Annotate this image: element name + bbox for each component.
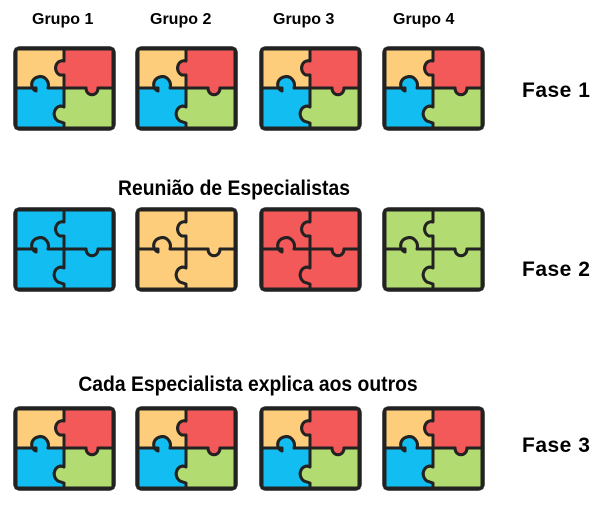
puzzle-frame — [135, 207, 238, 292]
phase-label-1: Fase 1 — [522, 79, 591, 102]
puzzle-frame — [382, 406, 485, 491]
puzzle-frame — [259, 406, 362, 491]
puzzle-icon — [135, 207, 238, 292]
puzzle-icon — [382, 207, 485, 292]
puzzle-piece-bottom-right — [298, 247, 361, 291]
puzzle-frame — [135, 406, 238, 491]
puzzle-row1-col2 — [134, 45, 239, 132]
puzzle-piece-bottom-right — [421, 86, 484, 130]
puzzle-icon — [13, 207, 116, 292]
phase3-title: Cada Especialista explica aos outros — [78, 373, 418, 396]
puzzle-icon — [259, 207, 362, 292]
puzzle-icon — [382, 406, 485, 491]
puzzle-row1-col3 — [258, 45, 363, 132]
puzzle-row1-col1 — [12, 45, 117, 132]
puzzle-frame — [259, 46, 362, 131]
puzzle-icon — [259, 46, 362, 131]
puzzle-row2-col3 — [258, 206, 363, 293]
puzzle-piece-bottom-right — [174, 86, 237, 130]
group-label-2: Grupo 2 — [150, 11, 212, 28]
phase-label-2: Fase 2 — [522, 258, 591, 281]
group-label-1: Grupo 1 — [32, 11, 94, 28]
phase2-title: Reunião de Especialistas — [118, 177, 350, 200]
puzzle-piece-bottom-right — [174, 446, 237, 490]
puzzle-icon — [13, 406, 116, 491]
puzzle-piece-bottom-right — [298, 86, 361, 130]
puzzle-icon — [382, 46, 485, 131]
puzzle-row3-col4 — [381, 405, 486, 492]
puzzle-icon — [135, 406, 238, 491]
puzzle-frame — [382, 46, 485, 131]
group-label-3: Grupo 3 — [273, 11, 335, 28]
puzzle-frame — [13, 406, 116, 491]
puzzle-piece-bottom-right — [52, 446, 115, 490]
puzzle-piece-bottom-right — [298, 446, 361, 490]
puzzle-row2-col2 — [134, 206, 239, 293]
puzzle-piece-bottom-right — [421, 247, 484, 291]
puzzle-row1-col4 — [381, 45, 486, 132]
phase-label-3: Fase 3 — [522, 434, 591, 457]
puzzle-piece-bottom-right — [52, 86, 115, 130]
puzzle-piece-bottom-right — [421, 446, 484, 490]
puzzle-row3-col3 — [258, 405, 363, 492]
group-label-4: Grupo 4 — [393, 11, 455, 28]
puzzle-frame — [259, 207, 362, 292]
puzzle-icon — [13, 46, 116, 131]
puzzle-frame — [13, 46, 116, 131]
puzzle-icon — [259, 406, 362, 491]
puzzle-frame — [135, 46, 238, 131]
puzzle-frame — [382, 207, 485, 292]
puzzle-piece-bottom-right — [174, 247, 237, 291]
puzzle-icon — [135, 46, 238, 131]
puzzle-row3-col1 — [12, 405, 117, 492]
puzzle-frame — [13, 207, 116, 292]
puzzle-row3-col2 — [134, 405, 239, 492]
puzzle-piece-bottom-right — [52, 247, 115, 291]
puzzle-row2-col4 — [381, 206, 486, 293]
puzzle-row2-col1 — [12, 206, 117, 293]
